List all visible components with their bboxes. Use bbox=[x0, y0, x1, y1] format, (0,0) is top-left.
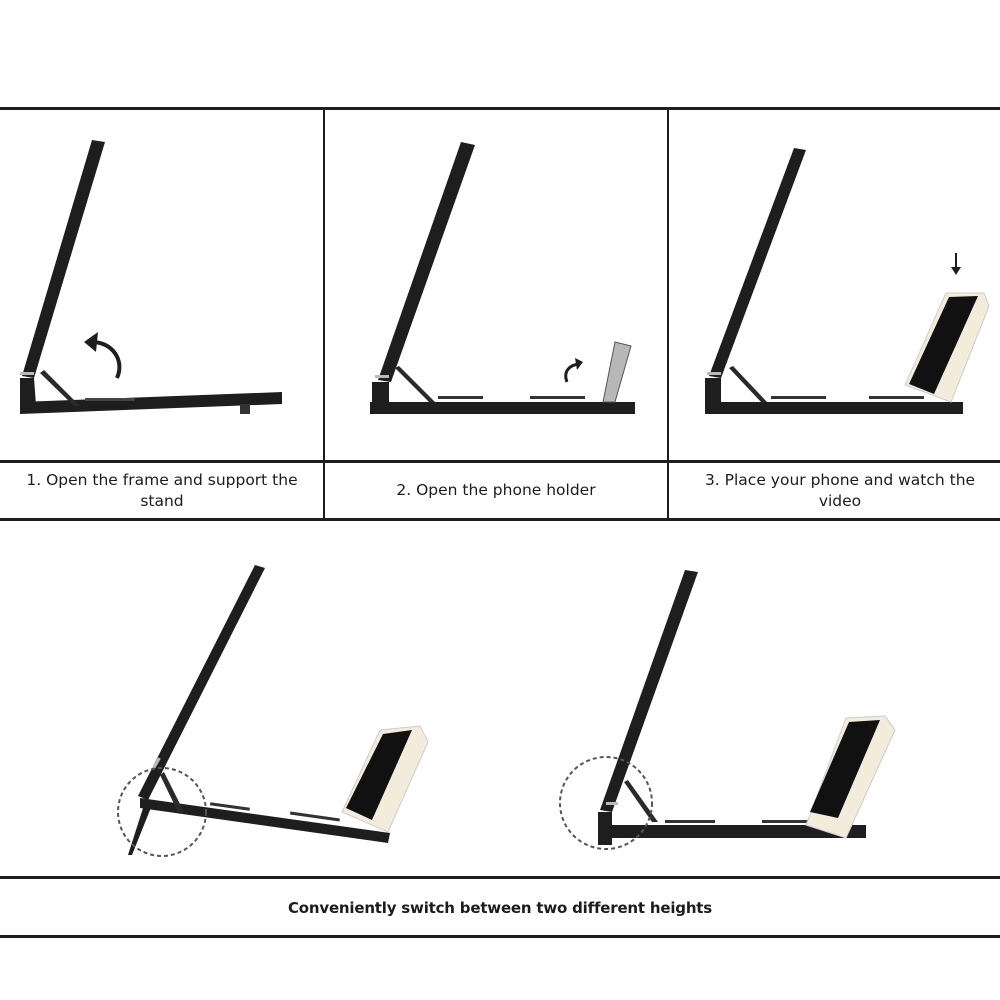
bottom-caption-bottom-border bbox=[0, 935, 1000, 938]
step-2-caption: 2. Open the phone holder bbox=[396, 481, 596, 499]
step-1-caption: 1. Open the frame and support the stand bbox=[26, 470, 298, 510]
raised-height-illustration bbox=[60, 550, 480, 870]
top-border bbox=[0, 107, 1000, 110]
dashed-highlight-circle bbox=[117, 767, 207, 857]
step-1-illustration bbox=[0, 110, 323, 460]
caption-row-bottom-border bbox=[0, 518, 1000, 521]
bottom-caption: Conveniently switch between two differen… bbox=[287, 899, 712, 917]
bottom-caption-top-border bbox=[0, 876, 1000, 879]
step-3-caption: 3. Place your phone and watch the video bbox=[704, 470, 976, 510]
step-2-illustration bbox=[325, 110, 667, 460]
step-3-illustration bbox=[669, 110, 1000, 460]
dashed-highlight-circle bbox=[559, 756, 653, 850]
flat-height-illustration bbox=[540, 550, 940, 870]
caption-row-top-border bbox=[0, 460, 1000, 463]
divider-1 bbox=[323, 107, 325, 520]
divider-2 bbox=[667, 107, 669, 520]
